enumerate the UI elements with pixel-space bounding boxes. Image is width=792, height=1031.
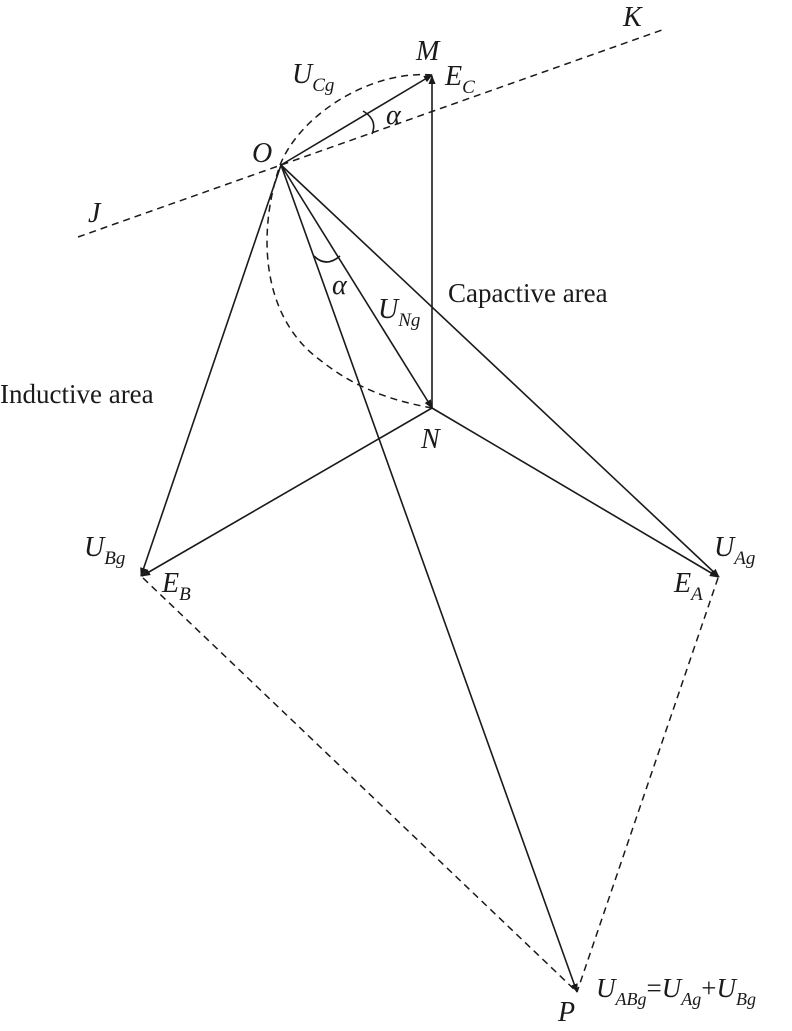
label-ucg: UCg: [292, 59, 334, 96]
label-inductive-area: Inductive area: [0, 379, 154, 409]
locus-semicircle: [266, 73, 433, 409]
phasor-ea: [431, 407, 719, 578]
label-point-p: P: [557, 997, 575, 1028]
dashed-side-ea-p: [576, 577, 719, 993]
label-uag: UAg: [714, 532, 755, 569]
equation-uabg: UABg=UAg+UBg: [596, 973, 756, 1009]
label-alpha-mid: α: [332, 270, 348, 301]
label-point-o: O: [252, 138, 272, 169]
label-eb: EB: [161, 568, 191, 605]
phasor-uag: [280, 164, 720, 578]
label-point-n: N: [420, 424, 441, 455]
phasor-uabg: [280, 164, 578, 993]
angle-arc-mid: [313, 255, 341, 263]
label-point-m: M: [415, 36, 441, 67]
phasor-ung: [280, 164, 433, 409]
angle-arc-top: [362, 110, 375, 135]
dashed-side-eb-p: [142, 577, 578, 993]
label-capacitive-area: Capactive area: [448, 278, 608, 308]
label-ec: EC: [444, 61, 475, 98]
phasor-eb: [141, 407, 433, 577]
label-alpha-top: α: [386, 100, 402, 131]
label-ea: EA: [673, 568, 703, 605]
label-ung: UNg: [378, 294, 420, 331]
label-ubg: UBg: [84, 532, 125, 569]
phasor-ucg: [280, 74, 433, 166]
reference-line-jk: [77, 29, 663, 238]
phasor-ubg: [140, 164, 282, 577]
label-point-k: K: [622, 2, 643, 33]
label-point-j: J: [88, 198, 102, 229]
